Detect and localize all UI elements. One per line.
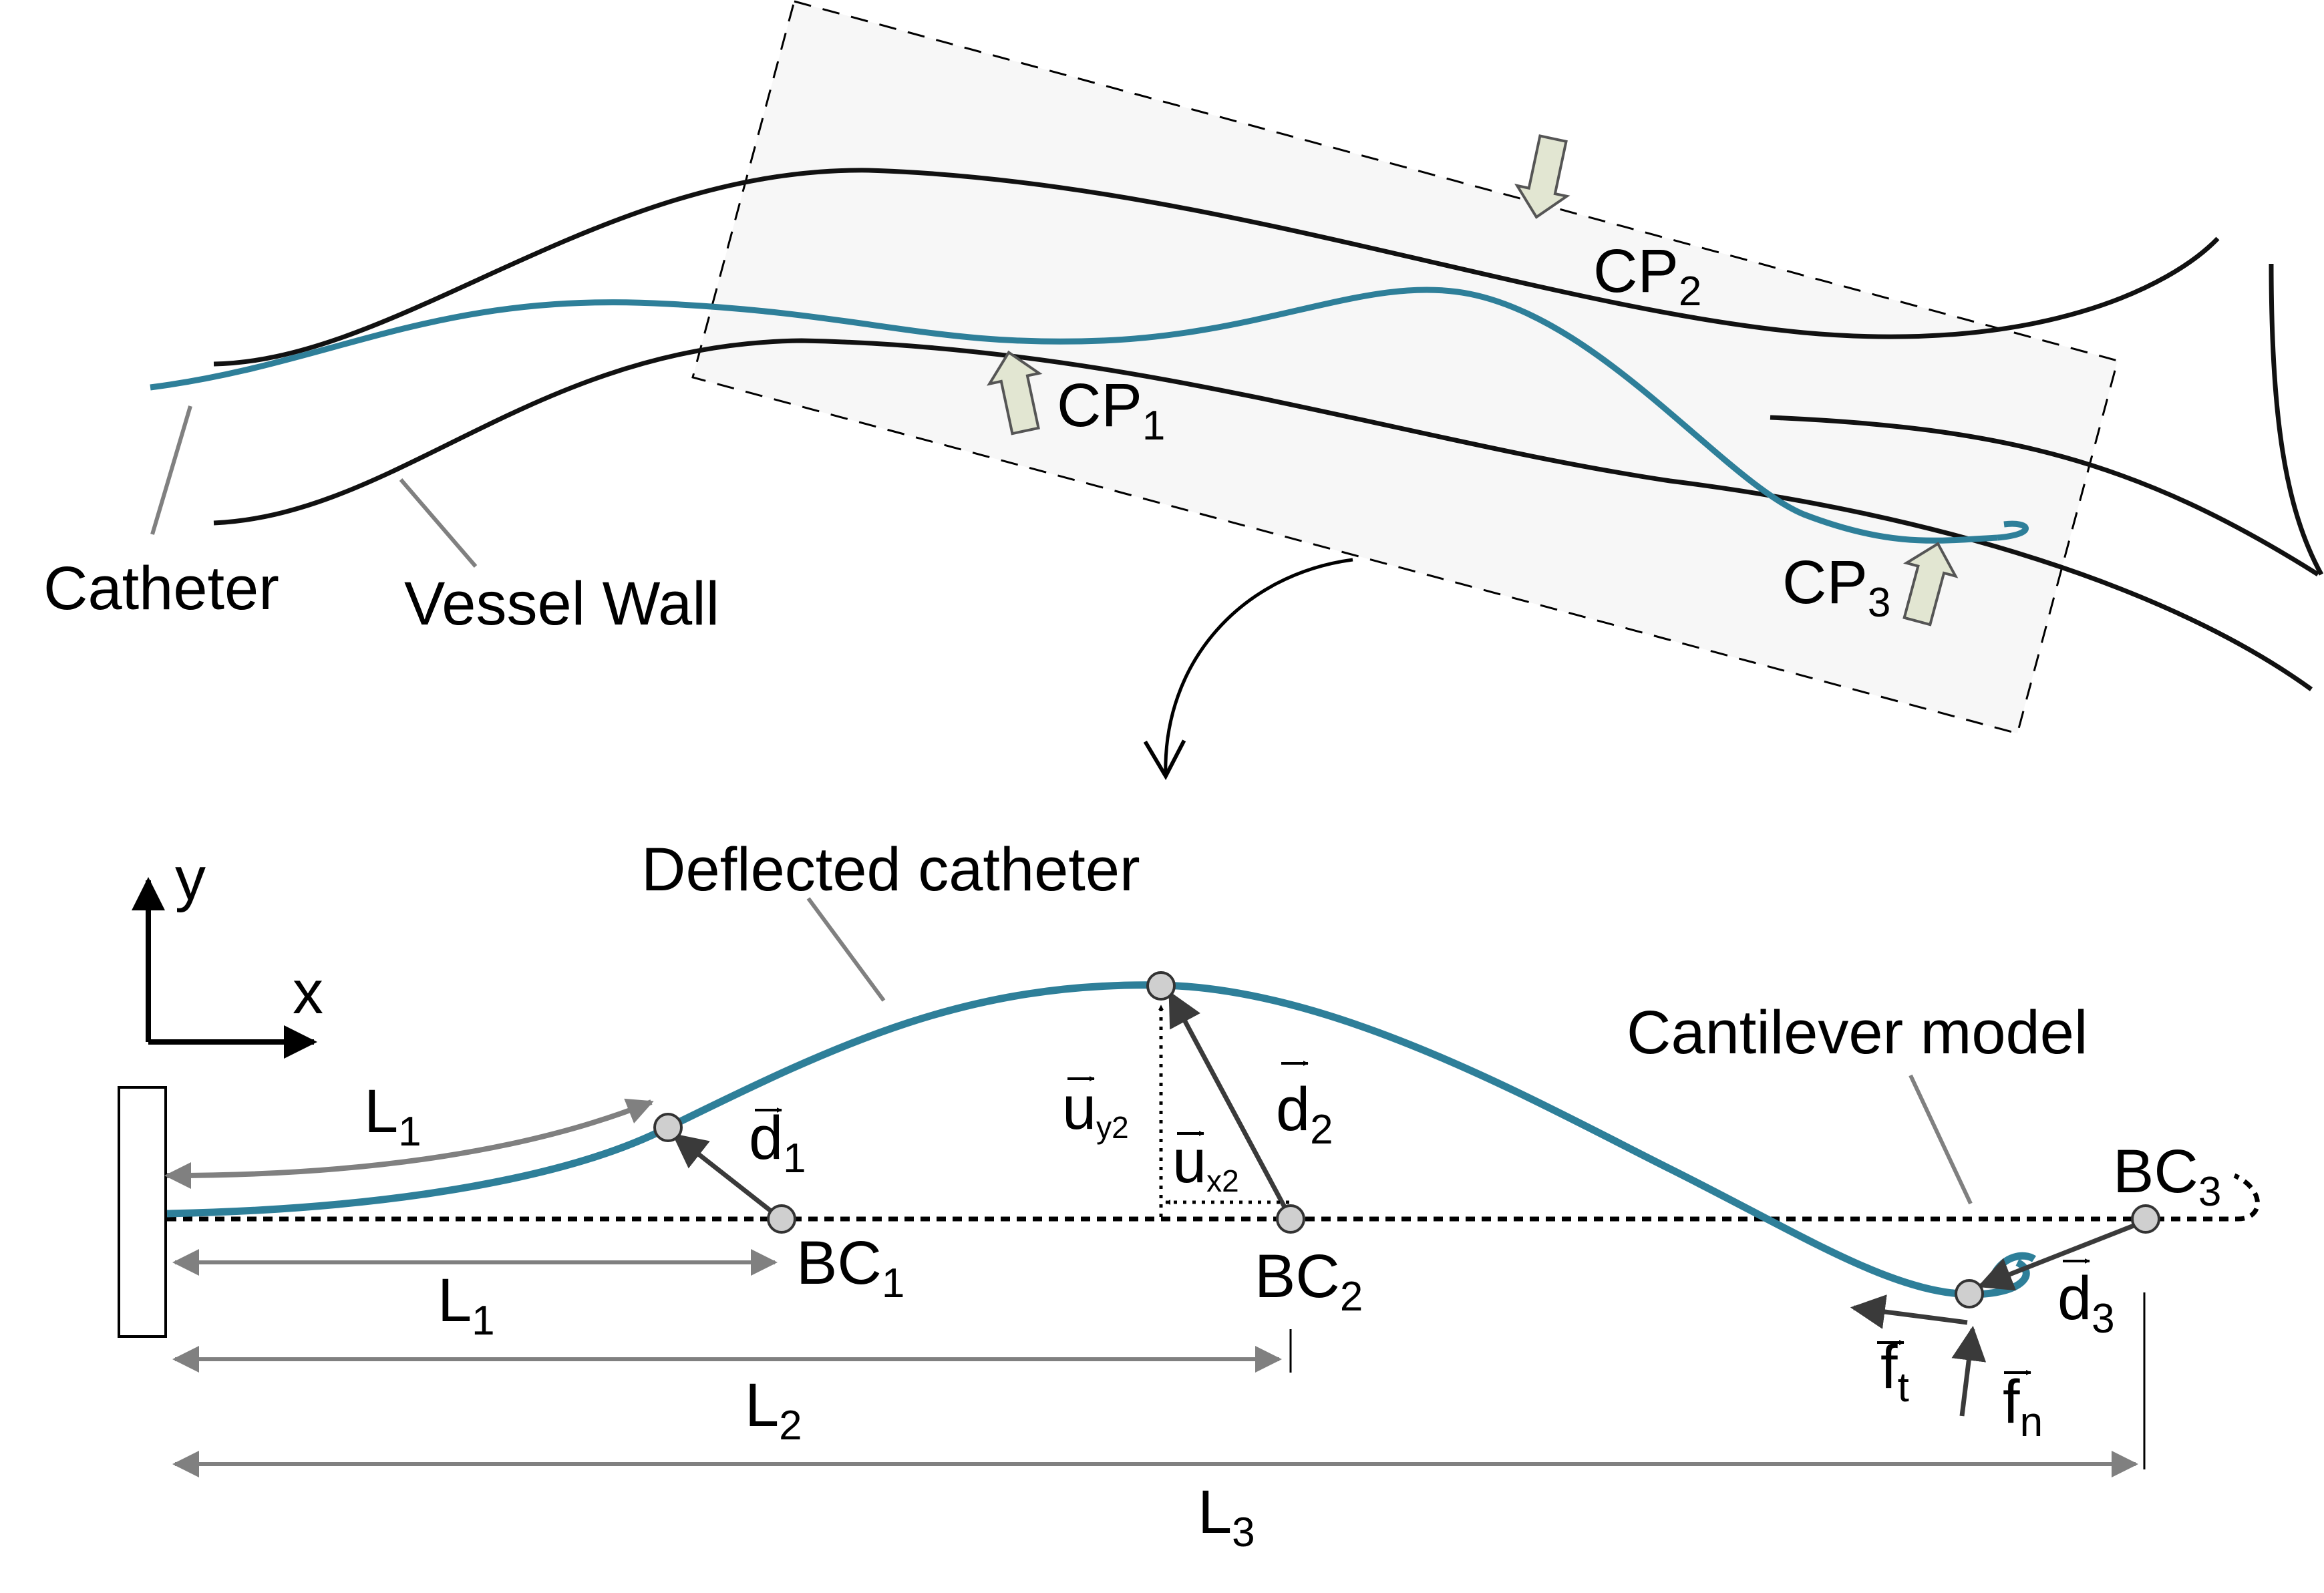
svg-text:ft: ft <box>1880 1333 1909 1411</box>
cantilever-model-leader <box>1908 1074 1973 1205</box>
catheter-leader <box>150 405 192 535</box>
ux2-label: ux2 <box>1172 1127 1239 1198</box>
d3-label: d3 <box>2057 1258 2115 1342</box>
ft-vector <box>1850 1294 1968 1329</box>
bc2-label: BC2 <box>1255 1242 1363 1320</box>
node-catheter-3 <box>1955 1279 1984 1308</box>
d2-label: d2 <box>1276 1061 1333 1153</box>
vessel-wall-label: Vessel Wall <box>404 570 719 638</box>
svg-text:ux2: ux2 <box>1172 1127 1239 1198</box>
d1-label: d1 <box>749 1104 806 1182</box>
svg-text:d1: d1 <box>749 1104 806 1182</box>
vessel-wall-upper <box>213 168 2220 367</box>
catheter-label: Catheter <box>43 554 279 623</box>
uy2-label: uy2 <box>1062 1074 1129 1145</box>
svg-text:d3: d3 <box>2057 1264 2115 1342</box>
curved-arrow-down-icon <box>1143 558 1353 781</box>
node-bc1 <box>767 1204 796 1234</box>
l1-curved-dimension <box>164 1098 654 1189</box>
cantilever-model-line <box>167 1173 2260 1222</box>
node-bc3 <box>2131 1204 2160 1234</box>
deflected-catheter-leader <box>806 897 886 1002</box>
ft-label: ft <box>1877 1333 1909 1411</box>
axis-x-label: x <box>293 958 323 1027</box>
l1-bottom-label: L1 <box>438 1266 495 1344</box>
catheter-tip-curl <box>1997 520 2029 541</box>
d1-vector <box>671 1133 782 1220</box>
d2-vector <box>1168 991 1293 1220</box>
fixed-support-icon <box>118 1086 167 1338</box>
zoom-region <box>691 0 2119 735</box>
contact-arrow-cp1 <box>987 350 1043 435</box>
bc1-label: BC1 <box>796 1229 904 1306</box>
vessel-wall-leader <box>399 478 478 568</box>
vessel-branch-outer <box>2269 263 2324 576</box>
vessel-wall-lower <box>213 338 2313 691</box>
l1-top-label: L1 <box>364 1077 422 1155</box>
cantilever-model-label: Cantilever model <box>1627 999 2088 1067</box>
vessel-branch-inner <box>1770 415 2319 576</box>
node-catheter-2 <box>1146 971 1176 1001</box>
fn-vector <box>1951 1325 1987 1417</box>
cp1-label: CP1 <box>1057 371 1165 449</box>
cp2-label: CP2 <box>1593 237 1701 315</box>
catheter <box>150 287 1998 544</box>
svg-text:d2: d2 <box>1276 1075 1333 1153</box>
l2-label: L2 <box>745 1371 802 1449</box>
node-catheter-1 <box>653 1113 683 1142</box>
contact-arrow-cp2 <box>1514 134 1570 219</box>
l3-label: L3 <box>1198 1478 1255 1556</box>
svg-text:uy2: uy2 <box>1062 1074 1129 1145</box>
contact-arrow-cp3 <box>1902 542 1959 627</box>
cp3-label: CP3 <box>1782 548 1890 626</box>
node-bc2 <box>1276 1204 1305 1234</box>
svg-text:fn: fn <box>2003 1368 2043 1445</box>
deflected-catheter-label: Deflected catheter <box>641 836 1140 904</box>
fn-label: fn <box>2003 1368 2043 1445</box>
d3-vector <box>1977 1218 2147 1291</box>
axis-y-label: y <box>175 845 206 913</box>
bc3-label: BC3 <box>2113 1137 2221 1215</box>
